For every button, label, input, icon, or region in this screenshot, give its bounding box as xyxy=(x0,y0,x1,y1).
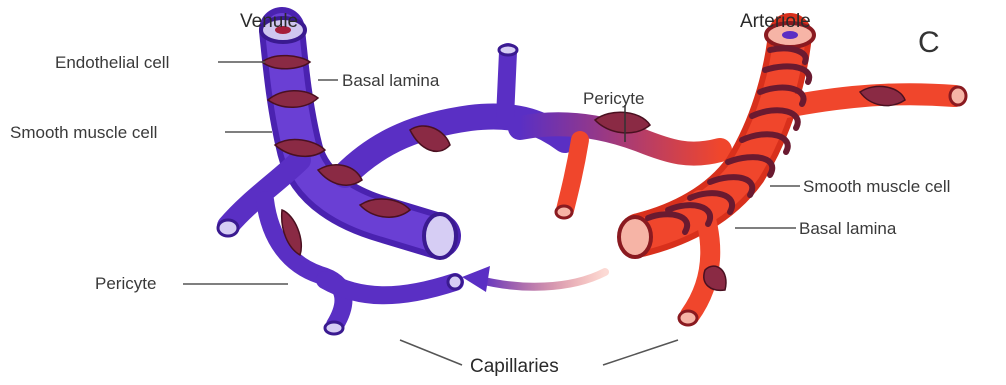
label-basal-lamina-left: Basal lamina xyxy=(342,72,439,89)
capillary-bottom xyxy=(325,280,455,295)
label-arteriole: Arteriole xyxy=(740,12,811,31)
label-basal-lamina-right: Basal lamina xyxy=(799,220,896,237)
label-pericyte-left: Pericyte xyxy=(95,275,156,292)
label-endothelial-cell: Endothelial cell xyxy=(55,54,169,71)
panel-letter: C xyxy=(918,28,940,58)
label-capillaries: Capillaries xyxy=(470,357,559,376)
arteriole-lumen-bottom xyxy=(619,217,651,257)
flow-arrow xyxy=(462,266,605,292)
label-smooth-muscle-right: Smooth muscle cell xyxy=(803,178,950,195)
arteriole-right-branch xyxy=(770,94,955,110)
label-smooth-muscle-left: Smooth muscle cell xyxy=(10,124,157,141)
label-pericyte-top: Pericyte xyxy=(583,90,644,107)
label-venule: Venule xyxy=(240,12,298,31)
venule-lumen-bottom xyxy=(424,214,456,258)
